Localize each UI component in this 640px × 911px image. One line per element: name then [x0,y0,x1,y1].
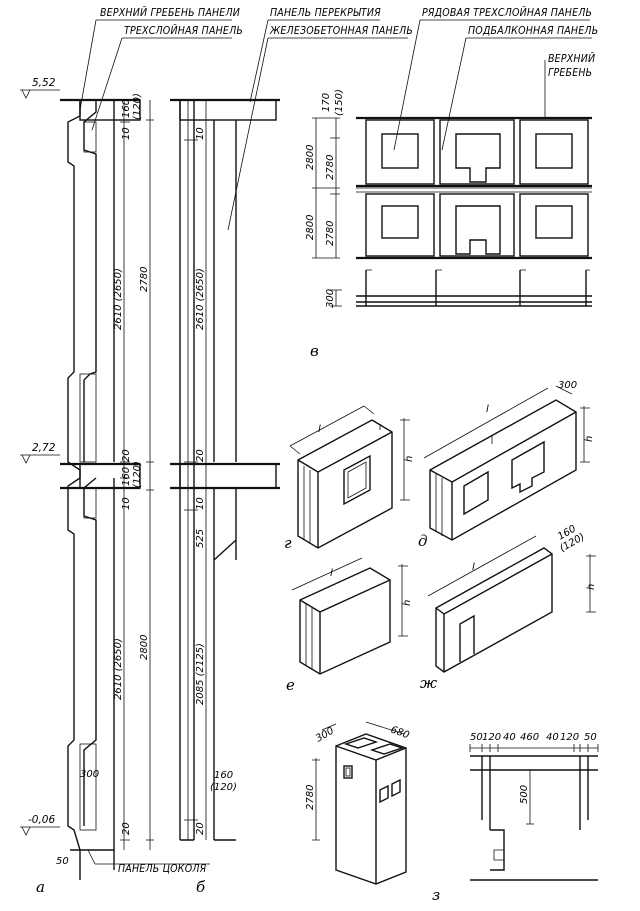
dim-z-300: 300 [314,726,336,745]
letter-a: а [36,878,45,896]
dim-a-2800: 2800 [139,635,150,660]
level-mid: 2,72 [32,442,56,454]
dim-a-2610-top: 2610 (2650) [113,268,124,330]
level-marks: 5,52 2,72 -0,06 [20,77,60,836]
dim-v-2800-a: 2800 [305,145,316,170]
dim-z-120b: 120 [560,732,579,743]
dim-a-120-top: (120) [132,93,143,120]
letter-d: д [418,532,428,550]
detail-z-plan [469,744,599,881]
dim-z-2780: 2780 [305,785,316,810]
caption-plinth-panel: ПАНЕЛЬ ЦОКОЛЯ [118,863,207,875]
dim-b-10-top: 10 [195,127,206,140]
dim-b-160: 160 [214,770,233,781]
insulation-hatch-mid2 [83,487,97,519]
section-v-facade [312,116,592,307]
level-bottom: -0,06 [28,814,55,826]
dim-a-50: 50 [56,856,69,867]
dim-b-2085: 2085 (2125) [195,643,206,705]
dim-v-2780-a: 2780 [325,155,336,180]
letter-z: з [432,886,440,904]
section-a [60,98,154,880]
caption-top-ridge-short-1: ВЕРХНИЙ [548,52,595,65]
caption-three-layer: ТРЕХСЛОЙНАЯ ПАНЕЛЬ [124,24,243,37]
iso-g-l: l [318,424,321,435]
dim-a-2780: 2780 [139,267,150,292]
caption-ordinary-panel: РЯДОВАЯ ТРЕХСЛОЙНАЯ ПАНЕЛЬ [422,6,592,19]
dim-z-500: 500 [519,785,530,804]
insulation-hatch-top [83,121,97,153]
dim-z-120a: 120 [482,732,501,743]
dim-b-20-top: 20 [195,449,206,462]
iso-d-l: l [486,404,489,415]
dim-z-50b: 50 [584,732,597,743]
dim-b-2610: 2610 (2650) [195,268,206,330]
panel-d [423,385,590,541]
iso-zh-l: l [472,562,475,573]
dim-a-10-mid: 10 [121,497,132,510]
panel-e [291,557,408,675]
dim-v-170: 170 [321,93,332,112]
caption-under-balcony: ПОДБАЛКОННАЯ ПАНЕЛЬ [468,25,598,37]
dim-z-40b: 40 [546,732,559,743]
dims-a: 160 (120) 10 2610 (2650) 2780 20 160 (12… [56,93,150,867]
dim-z-460: 460 [520,732,539,743]
dim-v-2800-b: 2800 [305,215,316,240]
dim-z-680: 680 [389,724,411,741]
dims-b: 10 2610 (2650) 20 10 525 2085 (2125) 160… [195,127,237,835]
dim-a-2610-bot: 2610 (2650) [113,638,124,700]
dims-v: 170 (150) 2800 2780 2800 2780 300 [305,89,345,308]
dim-b-10-mid: 10 [195,497,206,510]
iso-zh-h: h [586,584,597,590]
iso-d-h: h [584,436,595,442]
panel-zh [427,535,596,673]
iso-e-h: h [402,600,413,606]
level-top: 5,52 [32,77,56,89]
insulation-hatch-mid [79,373,97,463]
letter-v: в [310,342,319,360]
letter-b: б [196,878,206,896]
dim-a-160-mid: 160 [121,467,132,486]
caption-top-ridge: ВЕРХНИЙ ГРЕБЕНЬ ПАНЕЛИ [100,6,240,19]
dim-b-120: (120) [210,782,237,793]
dim-v-300: 300 [325,289,336,308]
caption-top-ridge-short-2: ГРЕБЕНЬ [548,67,592,79]
letter-g: г [284,534,292,552]
caption-rc-panel: ЖЕЛЕЗОБЕТОННАЯ ПАНЕЛЬ [269,25,413,37]
dim-a-20-bot: 20 [121,822,132,835]
dim-v-2780-b: 2780 [325,221,336,246]
section-b [170,98,280,841]
block-z [312,721,407,885]
dim-a-20-top: 20 [121,449,132,462]
letter-e: е [286,676,295,694]
dim-z-40a: 40 [503,732,516,743]
caption-floor-panel: ПАНЕЛЬ ПЕРЕКРЫТИЯ [270,7,381,19]
insulation-hatch-bot [79,743,97,831]
letter-zh: ж [420,674,437,692]
panel-g [289,405,410,549]
leaders [79,19,592,865]
dim-v-150: (150) [334,89,345,116]
dim-b-525: 525 [195,529,206,548]
dim-a-160-top: 160 [121,99,132,118]
iso-g-h: h [404,456,415,462]
dim-z-50a: 50 [470,732,483,743]
dim-a-120-mid: (120) [132,461,143,488]
dim-a-10-top: 10 [121,127,132,140]
iso-d-300: 300 [558,380,577,391]
iso-e-l: l [330,568,333,579]
dim-b-20-bot: 20 [195,822,206,835]
dim-a-300: 300 [80,769,99,780]
